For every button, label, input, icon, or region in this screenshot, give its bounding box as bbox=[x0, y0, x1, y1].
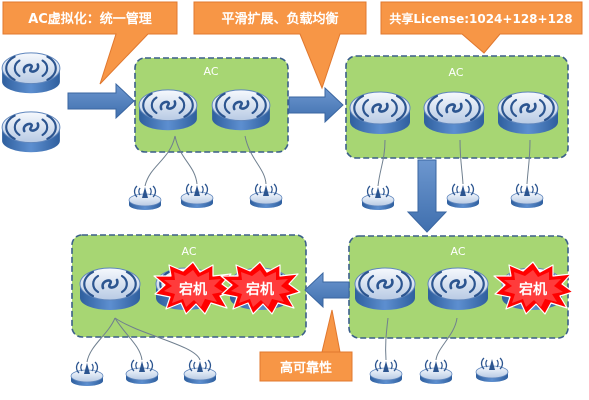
access-point-icon bbox=[419, 359, 453, 385]
callout-virtualization-text: AC虚拟化：统一管理 bbox=[28, 11, 152, 27]
controller-bl-1 bbox=[78, 266, 142, 312]
controller-tl-2 bbox=[210, 88, 272, 132]
callout-scaling-text: 平滑扩展、负载均衡 bbox=[221, 11, 338, 27]
callout-reliability-text: 高可靠性 bbox=[280, 360, 332, 376]
connection-lines bbox=[86, 135, 531, 363]
arrow-scale-out bbox=[288, 86, 344, 124]
controller-br-2 bbox=[426, 266, 490, 312]
access-point-icon bbox=[510, 183, 544, 209]
controller-tr-3 bbox=[496, 90, 560, 136]
controller-tr-1 bbox=[348, 90, 412, 136]
arrow-into-virtualized-ac bbox=[67, 82, 135, 120]
standalone-controller-1 bbox=[0, 51, 62, 95]
access-point-icon bbox=[475, 357, 509, 383]
access-point-icon bbox=[70, 361, 104, 387]
access-point-icon bbox=[125, 359, 159, 385]
arrow-failover-left bbox=[304, 271, 350, 309]
failure-label-br: 宕机 bbox=[519, 281, 547, 298]
callout-license-text: 共享License:1024+128+128 bbox=[389, 11, 572, 26]
access-point-icon bbox=[369, 359, 403, 385]
callout-scaling: 平滑扩展、负载均衡 bbox=[193, 1, 367, 90]
arrow-down-to-failover bbox=[406, 159, 448, 233]
standalone-controller-2 bbox=[0, 110, 62, 154]
controller-tr-2 bbox=[422, 90, 486, 136]
failure-label-bl-2: 宕机 bbox=[246, 281, 274, 298]
callout-virtualization: AC虚拟化：统一管理 bbox=[2, 1, 178, 85]
callout-reliability: 高可靠性 bbox=[259, 309, 353, 382]
ac-group-bottom-right-label: AC bbox=[450, 245, 465, 258]
access-point-icon bbox=[446, 183, 480, 209]
failure-label-bl-1: 宕机 bbox=[179, 281, 207, 298]
access-point-icon bbox=[183, 359, 217, 385]
controller-br-1 bbox=[353, 266, 417, 312]
ac-group-bottom-left-label: AC bbox=[181, 245, 196, 258]
access-point-icon bbox=[180, 183, 214, 209]
access-point-icon bbox=[361, 185, 395, 211]
access-point-icon bbox=[128, 185, 162, 211]
ac-group-top-right-label: AC bbox=[448, 66, 463, 79]
controller-tl-1 bbox=[137, 88, 199, 132]
access-point-icon bbox=[249, 183, 283, 209]
ac-group-top-left-label: AC bbox=[203, 65, 218, 78]
callout-license: 共享License:1024+128+128 bbox=[380, 1, 583, 54]
